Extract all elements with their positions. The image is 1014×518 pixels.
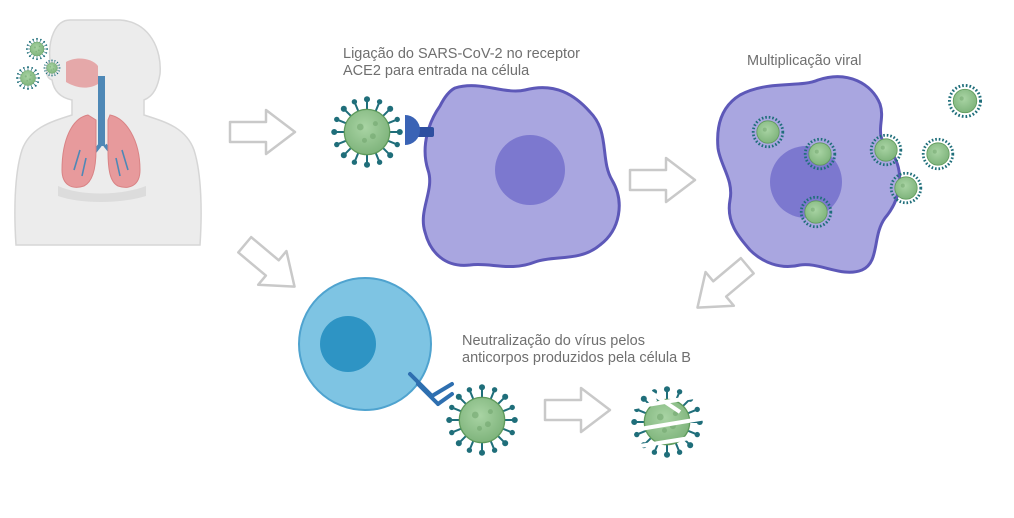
neutralized-virus-icon — [629, 385, 707, 459]
virus-icon — [921, 137, 955, 171]
arrow-icon — [628, 156, 697, 204]
arrow-icon — [682, 247, 763, 326]
airborne-virus-icon — [25, 37, 49, 61]
binding-label-line2: ACE2 para entrada na célula — [343, 63, 530, 79]
arrow-icon — [229, 226, 310, 305]
host-nucleus — [495, 135, 565, 205]
neutralization-label-line1: Neutralização do vírus pelos — [462, 333, 645, 349]
neutralization-label-line2: anticorpos produzidos pela célula B — [462, 350, 691, 366]
b-cell-nucleus — [320, 316, 376, 372]
binding-label-line1: Ligação do SARS-CoV-2 no receptor — [343, 46, 580, 62]
arrow-icon — [228, 108, 297, 156]
arrow-icon — [543, 386, 612, 434]
antibody-icon — [408, 372, 454, 406]
virus-icon — [330, 95, 404, 169]
airborne-virus-icon — [43, 59, 61, 77]
multiplication-label: Multiplicação viral — [747, 53, 862, 69]
airborne-virus-icon — [15, 65, 41, 91]
virus-icon — [445, 383, 519, 457]
receptor-icon — [405, 115, 434, 145]
virus-icon — [947, 83, 983, 119]
human-respiratory-icon — [14, 19, 202, 246]
